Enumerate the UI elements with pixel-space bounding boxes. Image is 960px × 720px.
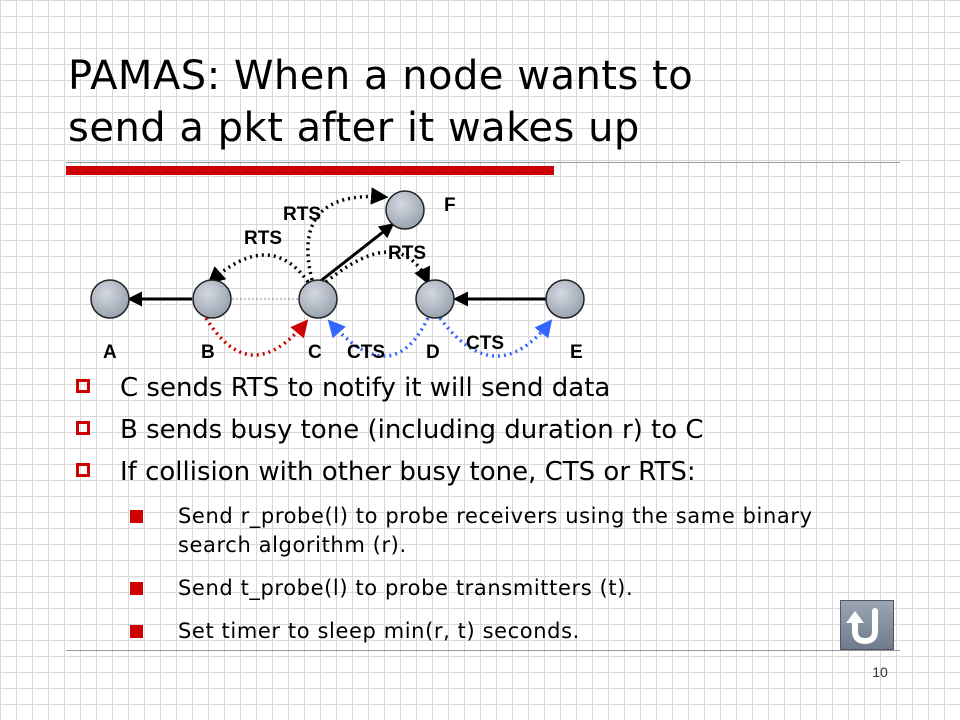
link-c-to-f [317, 223, 395, 285]
sub-bullet-item: Send r_probe(l) to probe receivers using… [130, 502, 878, 560]
slide-title: PAMAS: When a node wants to send a pkt a… [68, 50, 928, 154]
node-f [385, 190, 425, 230]
filled-square-bullet-icon [130, 625, 143, 638]
back-button[interactable] [840, 600, 894, 650]
filled-square-bullet-icon [130, 582, 143, 595]
slide-title-line-1: PAMAS: When a node wants to [68, 53, 694, 99]
cts-arrow-d-to-e [438, 316, 553, 358]
node-label-e: E [570, 342, 583, 363]
rts-arrow-c-to-d [324, 250, 430, 286]
bullet-text: C sends RTS to notify it will send data [120, 373, 611, 403]
node-d [415, 279, 455, 319]
hollow-square-bullet-icon [76, 379, 90, 393]
hollow-square-bullet-icon [76, 421, 90, 435]
rts-arrow-c-to-b [207, 253, 310, 285]
network-diagram: A B C D E F RTS RTS RTS CTS CTS [90, 187, 585, 363]
rts-label-top: RTS [283, 204, 321, 225]
footer-divider [66, 650, 900, 651]
title-divider-grey [66, 162, 900, 163]
cts-label-c: CTS [347, 342, 385, 363]
sub-bullet-item: Send t_probe(l) to probe transmitters (t… [130, 574, 878, 603]
rts-label-right: RTS [388, 243, 426, 264]
title-divider-red [66, 166, 554, 175]
filled-square-bullet-icon [130, 510, 143, 523]
bullet-text: B sends busy tone (including duration r)… [120, 415, 704, 445]
bullet-text: If collision with other busy tone, CTS o… [120, 457, 696, 487]
bullet-item: If collision with other busy tone, CTS o… [76, 454, 936, 490]
bullet-item: C sends RTS to notify it will send data [76, 370, 936, 406]
busy-tone-arrow-b-to-c [204, 317, 309, 357]
cts-label-e: CTS [466, 333, 504, 354]
node-a [90, 279, 130, 319]
rts-label-left: RTS [244, 228, 282, 249]
rts-arrow-c-to-f [306, 187, 389, 281]
sub-bullet-text: Set timer to sleep min(r, t) seconds. [178, 619, 580, 643]
hollow-square-bullet-icon [76, 463, 90, 477]
node-c [298, 279, 338, 319]
node-label-b: B [201, 342, 215, 363]
node-label-a: A [103, 342, 117, 363]
node-label-d: D [426, 342, 440, 363]
node-label-f: F [444, 195, 456, 216]
slide-title-line-2: send a pkt after it wakes up [68, 105, 640, 151]
node-e [545, 279, 585, 319]
bullet-list: C sends RTS to notify it will send data … [76, 370, 936, 646]
bullet-item: B sends busy tone (including duration r)… [76, 412, 936, 448]
back-u-turn-icon [846, 608, 878, 645]
page-number: 10 [872, 664, 888, 680]
node-b [192, 279, 232, 319]
sub-bullet-item: Set timer to sleep min(r, t) seconds. [130, 617, 878, 646]
node-label-c: C [308, 342, 322, 363]
sub-bullet-text: Send r_probe(l) to probe receivers using… [178, 504, 813, 557]
sub-bullet-text: Send t_probe(l) to probe transmitters (t… [178, 576, 634, 600]
